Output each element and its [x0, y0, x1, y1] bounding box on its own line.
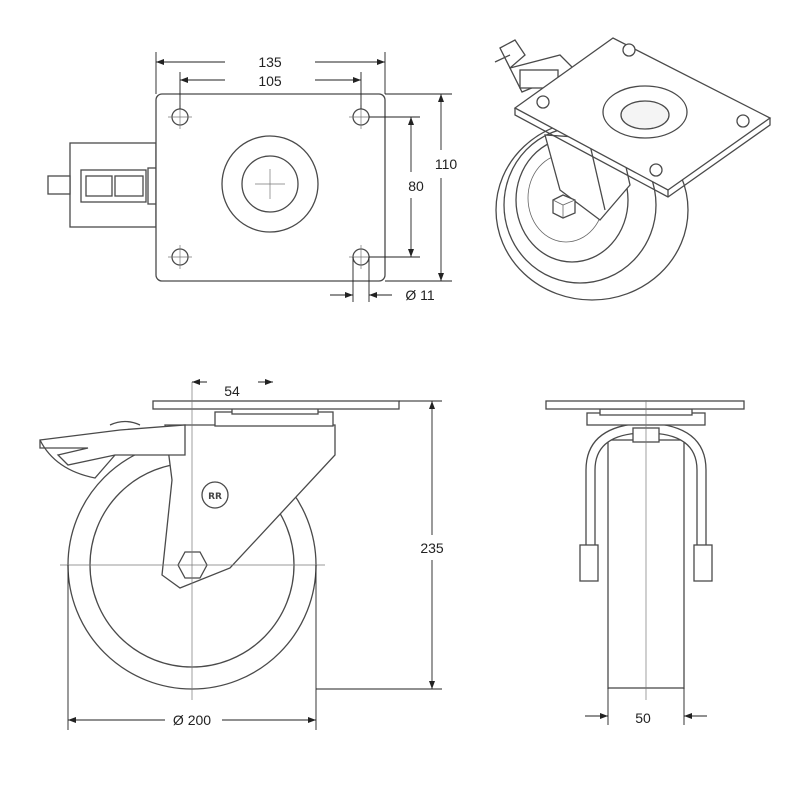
brand-mark: RR: [208, 492, 222, 502]
mounting-plate-side: [152, 400, 400, 410]
side-view: RR 54 235 Ø 200: [39, 379, 444, 730]
brake-assembly-top: [47, 142, 157, 228]
dim-label-hole-spacing-y: 80: [408, 178, 424, 194]
dim-label-offset: 54: [224, 383, 240, 399]
dim-label-wheel-width: 50: [635, 710, 651, 726]
dim-label-hole-spacing-x: 105: [258, 73, 282, 89]
dim-wheel-width: 50: [585, 688, 707, 726]
dim-wheel-diameter: Ø 200: [67, 565, 317, 730]
dim-label-plate-height: 110: [435, 156, 458, 172]
dim-overall-height: 235: [316, 400, 444, 690]
dim-hole-spacing-y: 80: [369, 116, 424, 258]
axle-nut-iso: [552, 194, 576, 219]
dim-label-plate-width: 135: [258, 54, 282, 70]
fork-side: [161, 424, 336, 589]
dim-plate-height: 110: [385, 93, 458, 282]
front-view: 50: [545, 400, 745, 726]
dim-hole-diameter: Ø 11: [330, 257, 435, 303]
dim-plate-width: 135: [155, 52, 386, 94]
top-view: 135 105 110 80 Ø 11: [47, 52, 458, 303]
isometric-view: [494, 37, 772, 301]
dim-hole-spacing-x: 105: [179, 72, 362, 109]
dim-label-hole-diameter: Ø 11: [405, 287, 435, 303]
brake-lever-side: [39, 424, 186, 466]
dim-label-wheel-diameter: Ø 200: [173, 712, 211, 728]
dim-offset: 54: [192, 379, 273, 399]
dim-label-overall-height: 235: [420, 540, 444, 556]
mounting-plate-front: [545, 400, 745, 410]
